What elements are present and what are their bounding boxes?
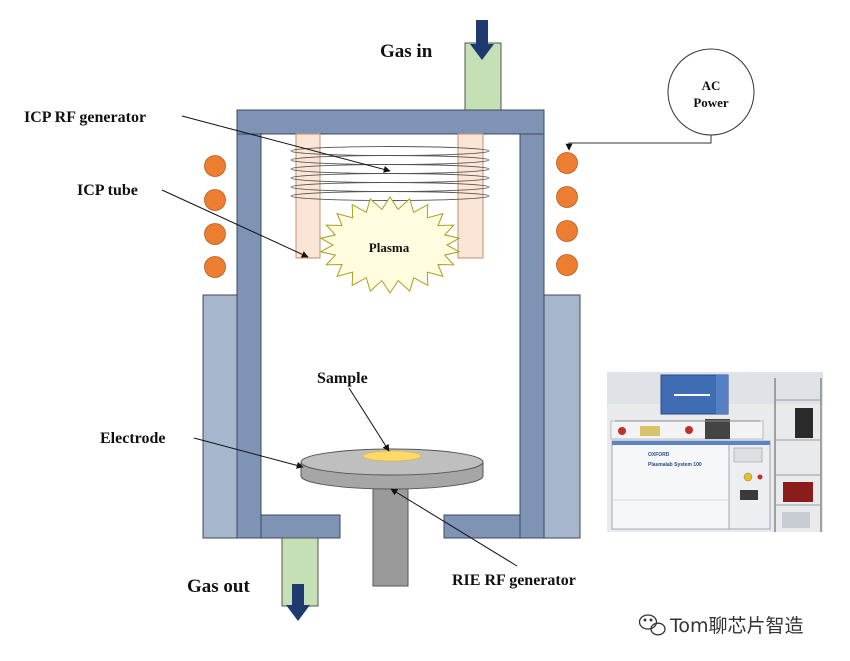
coil-dot	[204, 155, 226, 177]
coil-dots-right	[556, 152, 578, 276]
chamber-bottom-left-wall	[260, 514, 341, 539]
electrode-label: Electrode	[100, 430, 165, 447]
icp-tube-left	[295, 133, 321, 259]
rie-rf-generator-pointer	[390, 488, 518, 567]
plasma-label: Plasma	[369, 240, 410, 255]
chamber-bottom-right-wall	[443, 514, 521, 539]
coil-dot	[204, 223, 226, 245]
coil-dot	[204, 189, 226, 211]
icp-coil-windings	[290, 146, 490, 201]
icp-tube-label: ICP tube	[77, 182, 138, 199]
rie-rf-generator-label: RIE RF generator	[452, 572, 576, 589]
coil-dot	[556, 186, 578, 208]
chamber-right-wall	[519, 133, 545, 539]
icp-rf-generator-pointer	[181, 115, 391, 173]
coil-dot	[556, 254, 578, 276]
equipment-photo: OXFORD Plasmalab System 100	[607, 372, 823, 532]
watermark-text: Tom聊芯片智造	[669, 615, 804, 637]
coil-dot	[204, 256, 226, 278]
icp-rf-generator-label: ICP RF generator	[24, 109, 146, 126]
wechat-icon	[638, 614, 666, 636]
watermark: Tom聊芯片智造	[638, 614, 804, 637]
coil-dots-left	[204, 155, 226, 278]
plasma-starburst	[319, 196, 461, 294]
chamber-top-wall	[236, 109, 545, 135]
icp-tube-right	[457, 133, 484, 259]
electrode-pointer	[193, 437, 304, 469]
outer-block-right	[542, 294, 581, 539]
gas-out-arrow	[286, 584, 310, 621]
chamber-left-wall	[236, 133, 262, 539]
ac-power-label-line1: AC	[702, 78, 721, 93]
photo-panel-text: Plasmalab System 100	[648, 462, 702, 468]
gas-out-tube	[281, 537, 319, 607]
ac-power-connector	[565, 135, 712, 151]
gas-out-label: Gas out	[187, 576, 250, 597]
gas-in-arrow	[470, 20, 494, 60]
icp-tube-pointer	[161, 189, 309, 258]
sample-label: Sample	[317, 370, 368, 387]
sample-pointer	[348, 387, 390, 452]
photo-brand-logo: OXFORD	[648, 452, 670, 458]
electrode-stem	[372, 485, 409, 587]
coil-dot	[556, 152, 578, 174]
sample-wafer	[362, 450, 422, 462]
coil-dot	[556, 220, 578, 242]
ac-power-label-line2: Power	[693, 95, 729, 110]
gas-in-label: Gas in	[380, 41, 433, 62]
